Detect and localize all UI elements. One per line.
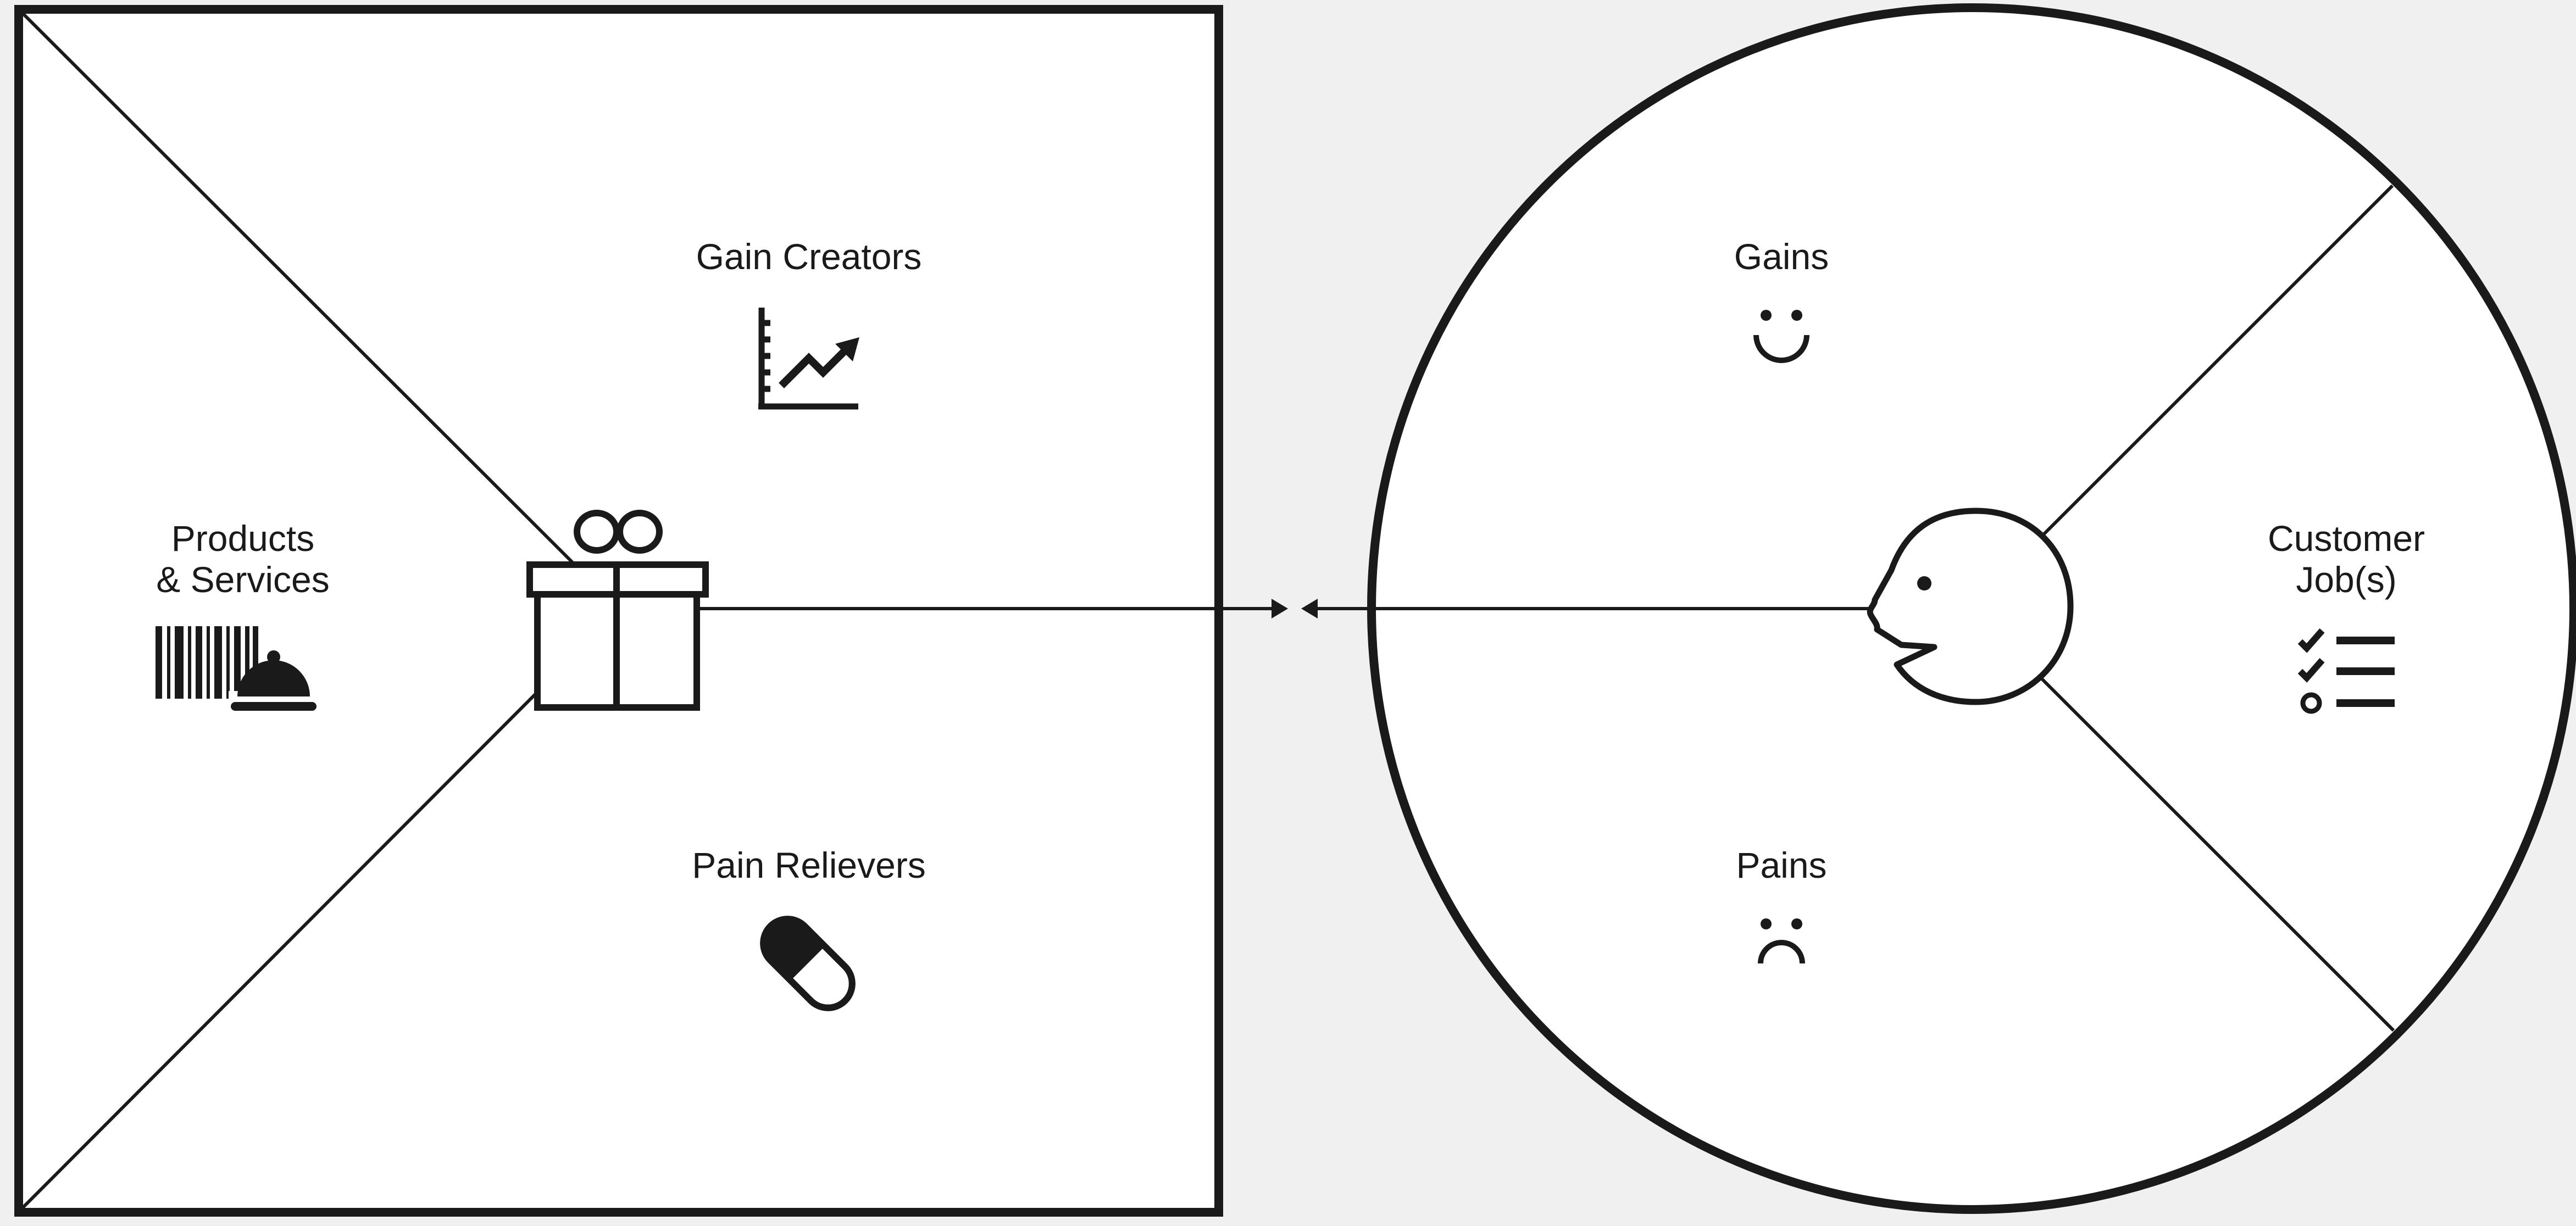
gain-creators-label: Gain Creators: [696, 236, 922, 277]
frown-face-icon: [1758, 918, 1805, 964]
barcode-and-cloche-icon: [156, 626, 318, 715]
value-map-divider-top: [20, 11, 578, 567]
customer-profile-divider-top: [2041, 184, 2394, 537]
value-map-divider-bottom: [20, 689, 540, 1210]
checklist-icon: [2297, 628, 2395, 714]
gift-box-icon: [526, 510, 709, 711]
pill-capsule-icon: [760, 916, 856, 1011]
growth-chart-icon: [758, 308, 859, 410]
customer-profile: Gains Pains Customer Job(s): [1367, 3, 2576, 1214]
products-services-label-line1: Products: [171, 518, 314, 559]
pain-relievers-label: Pain Relievers: [692, 845, 926, 885]
products-services-label-line2: & Services: [156, 559, 329, 600]
fit-arrows: [1219, 599, 1376, 618]
eye-icon: [1917, 576, 1931, 590]
value-map: Gain Creators Products & Services: [14, 5, 1223, 1217]
left-arrowhead-icon: [1301, 599, 1318, 618]
customer-jobs-label-line1: Customer: [2268, 518, 2425, 559]
customer-jobs-label-line2: Job(s): [2296, 559, 2396, 600]
customer-profile-divider-bottom: [2039, 676, 2395, 1032]
right-arrowhead-icon: [1272, 599, 1288, 618]
head-profile-icon: [1867, 508, 2074, 705]
gains-label: Gains: [1734, 236, 1829, 277]
smile-face-icon: [1753, 310, 1809, 363]
pains-label: Pains: [1736, 845, 1826, 885]
